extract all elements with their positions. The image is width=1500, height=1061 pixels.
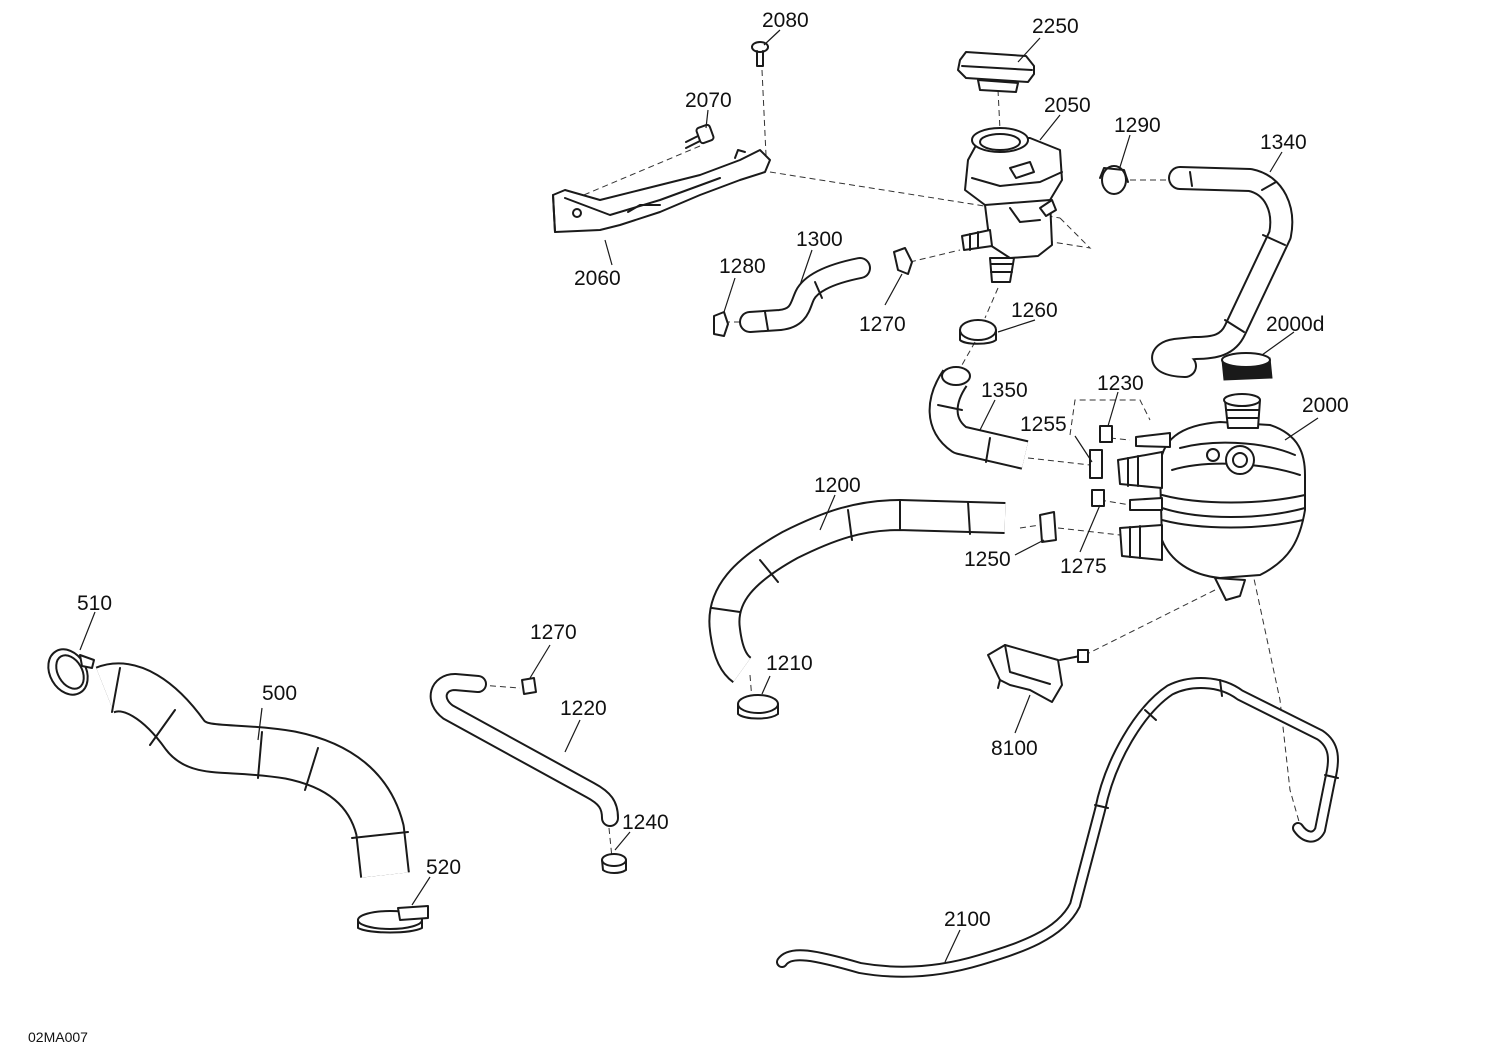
callout-1230: 1230 [1097, 372, 1144, 395]
callout-1255: 1255 [1020, 413, 1067, 436]
clamp-1250 [1039, 511, 1057, 543]
bracket-2060 [552, 149, 771, 233]
hose-2100 [776, 677, 1339, 978]
callout-1350: 1350 [981, 379, 1028, 402]
clamp-520 [357, 905, 429, 934]
callout-1340: 1340 [1260, 131, 1307, 154]
callout-labels: 2080 2250 2070 2050 1290 1340 1300 2060 … [77, 9, 1349, 931]
bolt-2070 [685, 123, 715, 149]
clamp-1270-lower [521, 677, 537, 695]
clamp-1255 [1089, 449, 1103, 479]
callout-2000: 2000 [1302, 394, 1349, 417]
hose-1350 [928, 366, 1029, 470]
hose-1220 [429, 673, 619, 827]
callout-1240: 1240 [622, 811, 669, 834]
hose-1340 [1151, 166, 1294, 378]
callout-1200: 1200 [814, 474, 861, 497]
clamp-1290 [1099, 165, 1129, 195]
callout-2100: 2100 [944, 908, 991, 931]
callout-2070: 2070 [685, 89, 732, 112]
bracket-8100 [987, 644, 1089, 703]
callout-510: 510 [77, 592, 112, 615]
hose-1200 [708, 499, 1006, 684]
callout-1260: 1260 [1011, 299, 1058, 322]
callout-1270-lower: 1270 [530, 621, 577, 644]
callout-520: 520 [426, 856, 461, 879]
callout-2060: 2060 [574, 267, 621, 290]
callout-1270-upper: 1270 [859, 313, 906, 336]
callout-2250: 2250 [1032, 15, 1079, 38]
clamp-1260 [959, 319, 997, 345]
reference-code: 02MA007 [28, 1029, 88, 1045]
pressure-cap-2250 [957, 51, 1035, 93]
clamp-1210 [737, 694, 779, 720]
callout-1275: 1275 [1060, 555, 1107, 578]
cap-2000d [1221, 352, 1273, 381]
callout-1290: 1290 [1114, 114, 1161, 137]
clamp-1275 [1091, 489, 1105, 507]
callout-1250: 1250 [964, 548, 1011, 571]
clamp-510 [47, 648, 95, 696]
clamp-1240 [601, 853, 627, 874]
clamp-1230 [1099, 425, 1113, 443]
callout-500: 500 [262, 682, 297, 705]
reservoir-2000 [1117, 393, 1306, 601]
hose-500 [95, 662, 410, 878]
leader-lines [79, 29, 1319, 963]
filler-neck-2050 [961, 127, 1063, 283]
screw-2080 [751, 41, 769, 67]
clamp-1280 [713, 311, 729, 337]
callout-1280: 1280 [719, 255, 766, 278]
clamp-1270-upper [893, 247, 913, 275]
callout-1210: 1210 [766, 652, 813, 675]
callout-2000d: 2000d [1266, 313, 1324, 336]
callout-1220: 1220 [560, 697, 607, 720]
callout-8100: 8100 [991, 737, 1038, 760]
hose-1300 [739, 257, 871, 333]
callout-1300: 1300 [796, 228, 843, 251]
callout-2080: 2080 [762, 9, 809, 32]
callout-2050: 2050 [1044, 94, 1091, 117]
